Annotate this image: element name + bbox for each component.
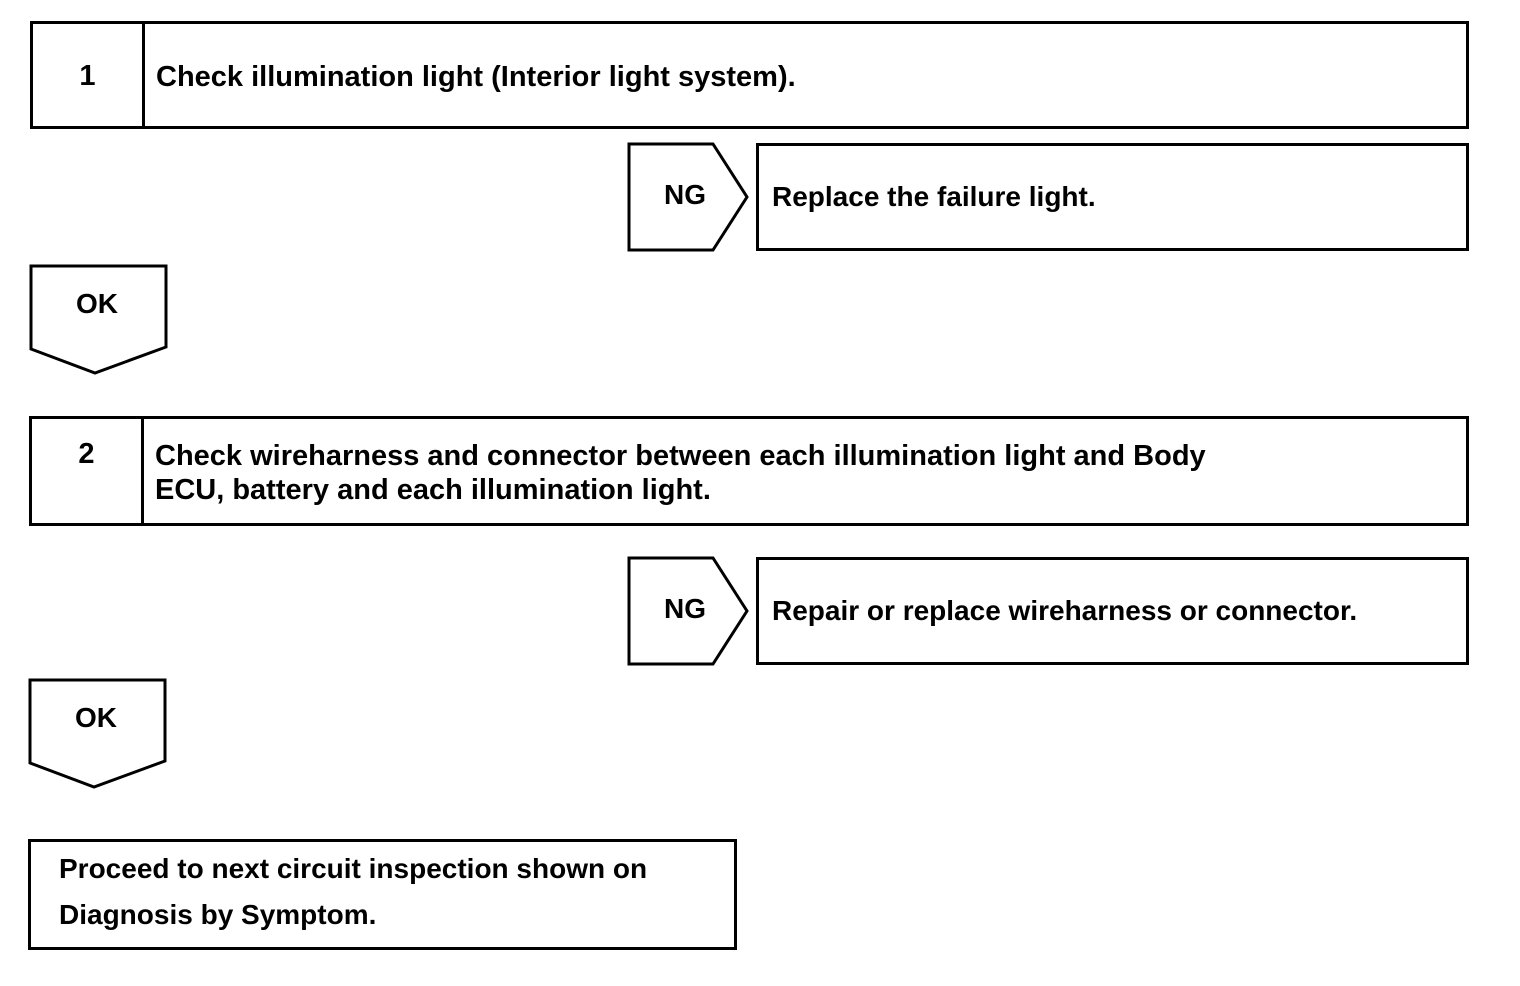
step-2-text-line-2: ECU, battery and each illumination light…	[155, 474, 711, 506]
ok-2-arrow-shape	[28, 678, 167, 789]
final-instruction-line-2: Diagnosis by Symptom.	[59, 899, 377, 930]
ng-1-action-box: Replace the failure light.	[756, 143, 1469, 251]
ng-1-arrow-shape	[627, 142, 749, 252]
ng-2-action-box: Repair or replace wireharness or connect…	[756, 557, 1469, 665]
ok-1-label: OK	[76, 288, 118, 319]
ng-2-tag: NG	[627, 556, 751, 666]
step-2-number: 2	[32, 419, 144, 523]
final-instruction-line-1: Proceed to next circuit inspection shown…	[59, 853, 648, 884]
ng-1-tag: NG	[627, 142, 751, 252]
ok-2-label: OK	[75, 702, 117, 733]
ng-1-label: NG	[664, 179, 706, 210]
step-2-text-line-1: Check wireharness and connector between …	[155, 440, 1206, 472]
ng-2-label: NG	[664, 593, 706, 624]
ng-2-arrow-shape	[627, 556, 749, 666]
ok-1-tag: OK	[29, 264, 169, 376]
final-instruction-box: Proceed to next circuit inspection shown…	[28, 839, 737, 950]
step-1-number: 1	[33, 24, 145, 126]
ok-2-tag: OK	[28, 678, 168, 790]
step-2-text: Check wireharness and connector between …	[144, 419, 1466, 523]
step-2-box: 2 Check wireharness and connector betwee…	[29, 416, 1469, 526]
step-1-box: 1 Check illumination light (Interior lig…	[30, 21, 1469, 129]
ok-1-arrow-shape	[29, 264, 168, 375]
step-1-text: Check illumination light (Interior light…	[156, 61, 796, 93]
